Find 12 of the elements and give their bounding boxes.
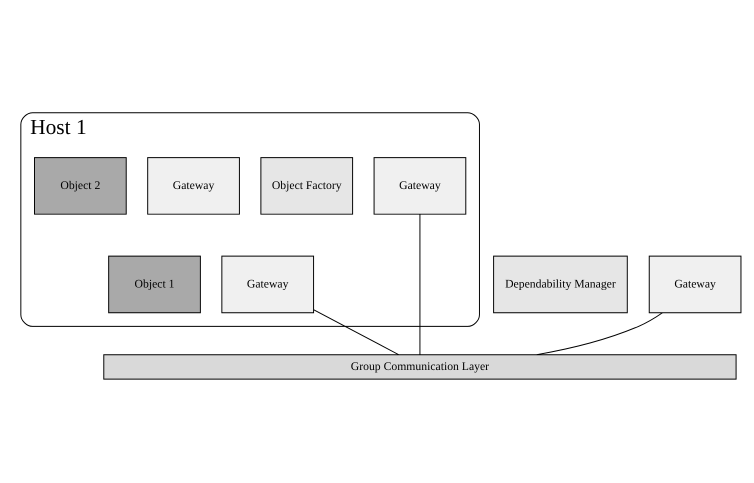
node-box: Gateway [374,156,466,214]
connector [419,213,420,355]
node-box: Gateway [221,255,314,313]
node-box: Object 2 [34,156,127,214]
connector [536,312,663,355]
node-box: Object 1 [108,255,201,313]
node-box: Gateway [648,255,742,313]
node-box: Group Communication Layer [103,354,737,380]
connector [313,308,400,355]
node-box: Gateway [147,156,240,214]
node-box: Dependability Manager [493,255,628,313]
node-box: Object Factory [260,156,354,214]
